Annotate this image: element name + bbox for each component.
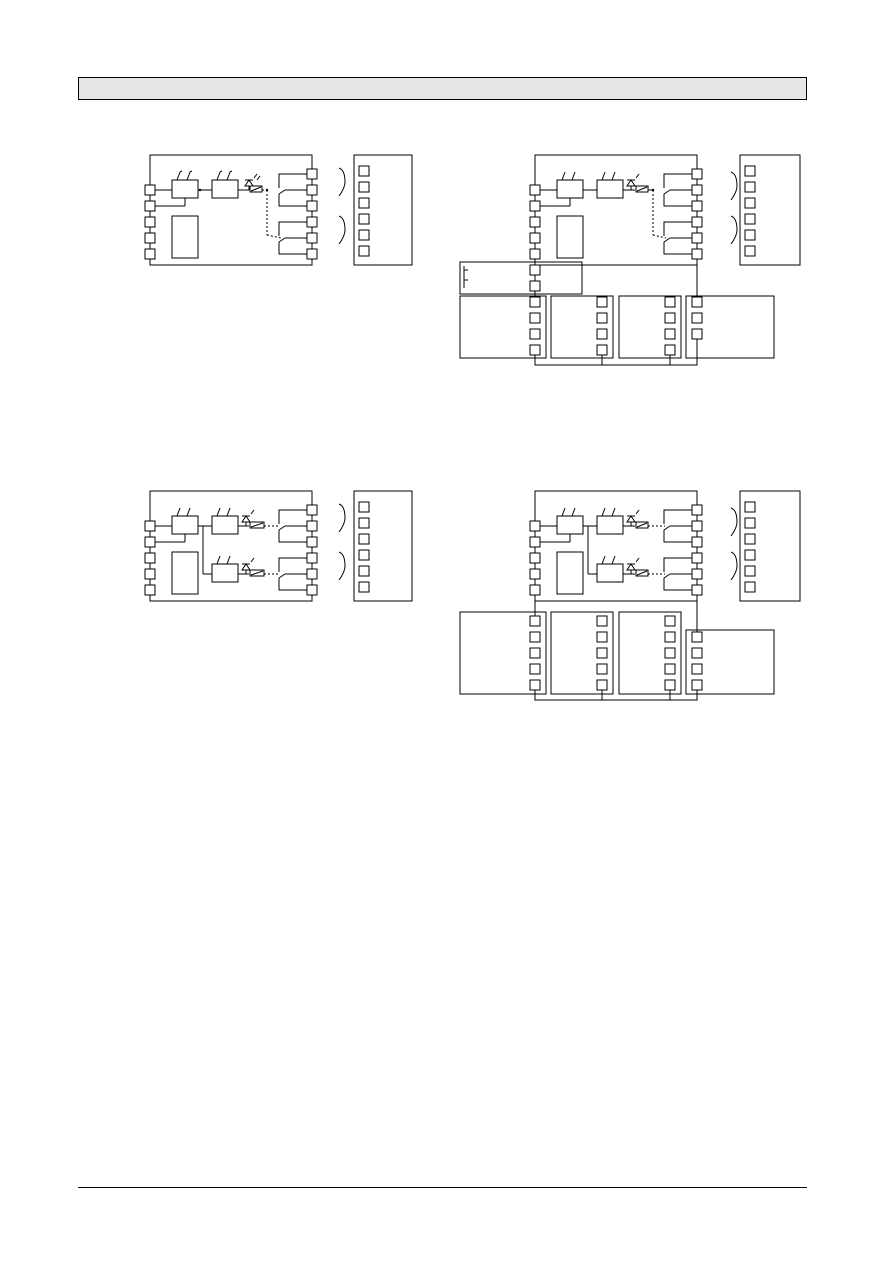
wiring-diagram-bottom-right bbox=[459, 490, 801, 701]
footer-rule bbox=[78, 1187, 807, 1188]
wiring-diagram-bottom-left bbox=[144, 490, 413, 602]
wiring-diagram-top-right bbox=[459, 154, 801, 366]
header-bar bbox=[78, 77, 807, 100]
wiring-diagram-top-left bbox=[144, 154, 413, 266]
